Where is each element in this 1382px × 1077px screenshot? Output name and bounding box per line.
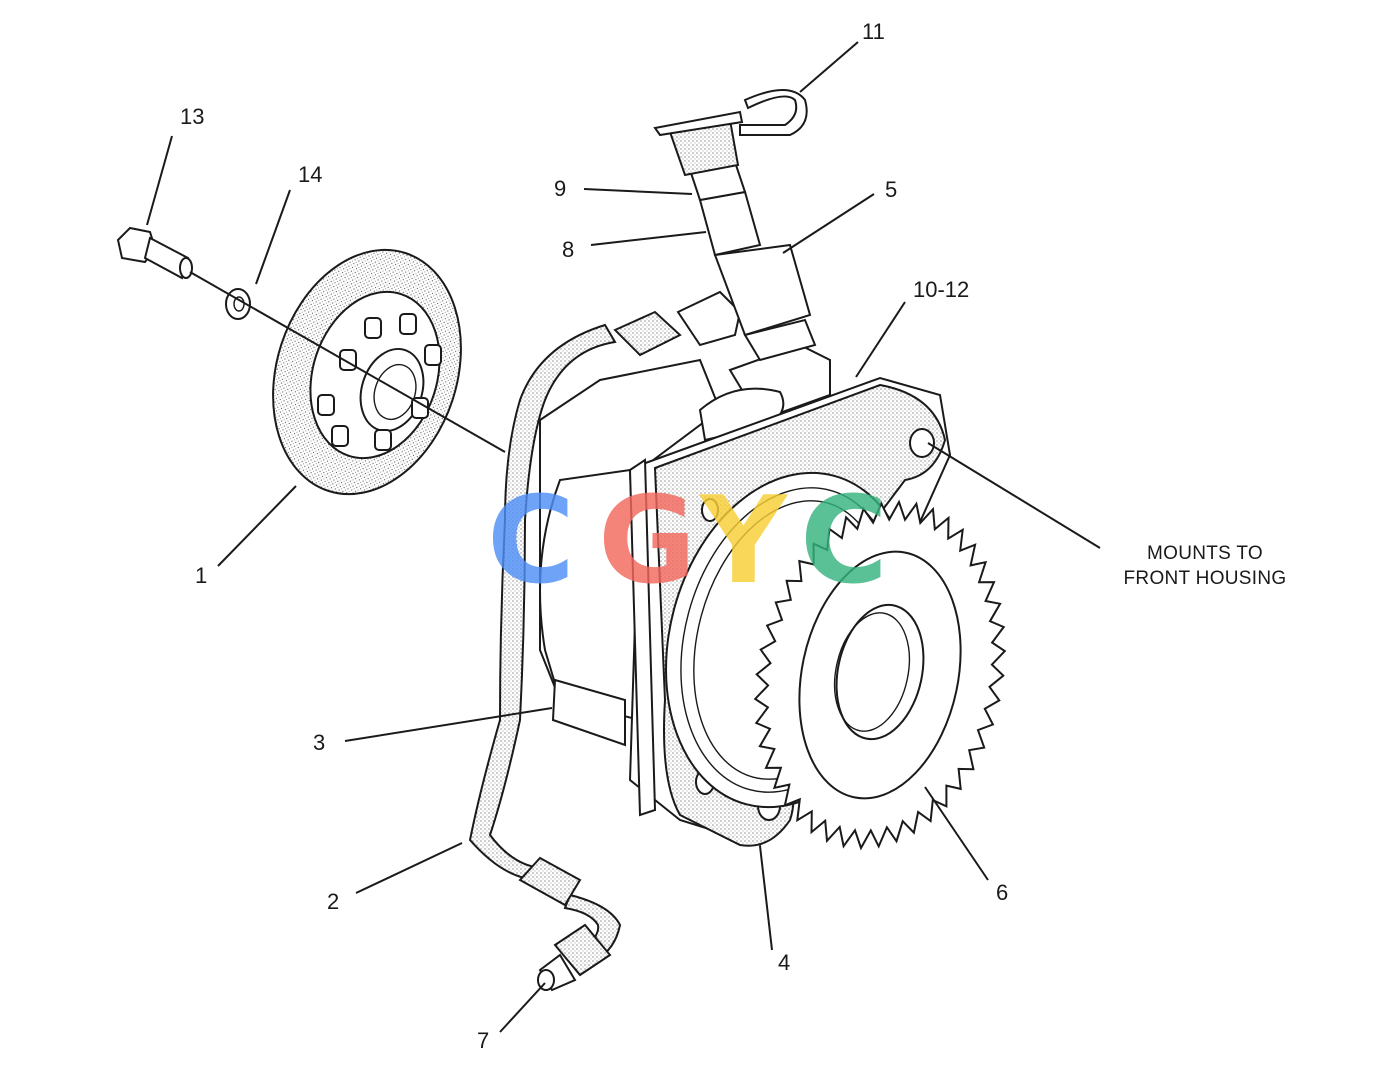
- callout-9: 9: [554, 176, 566, 201]
- callout-1: 1: [195, 563, 207, 588]
- watermark-letter-4: C: [800, 472, 888, 611]
- callout-8: 8: [562, 237, 574, 262]
- callout-2: 2: [327, 889, 339, 914]
- bolt: [116, 226, 193, 280]
- drive-flange: [272, 248, 462, 496]
- flange-studs: [317, 313, 442, 451]
- callout-4: 4: [778, 950, 790, 975]
- watermark-letter-1: C: [487, 472, 575, 611]
- callout-13: 13: [180, 104, 204, 129]
- tube-assembly: [468, 290, 742, 992]
- callout-5: 5: [885, 177, 897, 202]
- watermark-letter-3: Y: [698, 472, 789, 611]
- valve-stack: [653, 89, 817, 362]
- callout-6: 6: [996, 880, 1008, 905]
- callout-3: 3: [313, 730, 325, 755]
- drive-axis-line: [189, 271, 506, 453]
- watermark-logo: C G Y C: [487, 472, 888, 611]
- callout-11: 11: [862, 19, 885, 44]
- callout-10-12: 10-12: [913, 277, 969, 302]
- watermark-letter-2: G: [598, 472, 697, 611]
- callout-14: 14: [298, 162, 322, 187]
- note-line-1: MOUNTS TO: [1147, 543, 1263, 564]
- gear: [753, 499, 1007, 851]
- leader-lines: [146, 41, 1101, 1033]
- note-line-2: FRONT HOUSING: [1124, 568, 1287, 589]
- callout-7: 7: [477, 1028, 489, 1053]
